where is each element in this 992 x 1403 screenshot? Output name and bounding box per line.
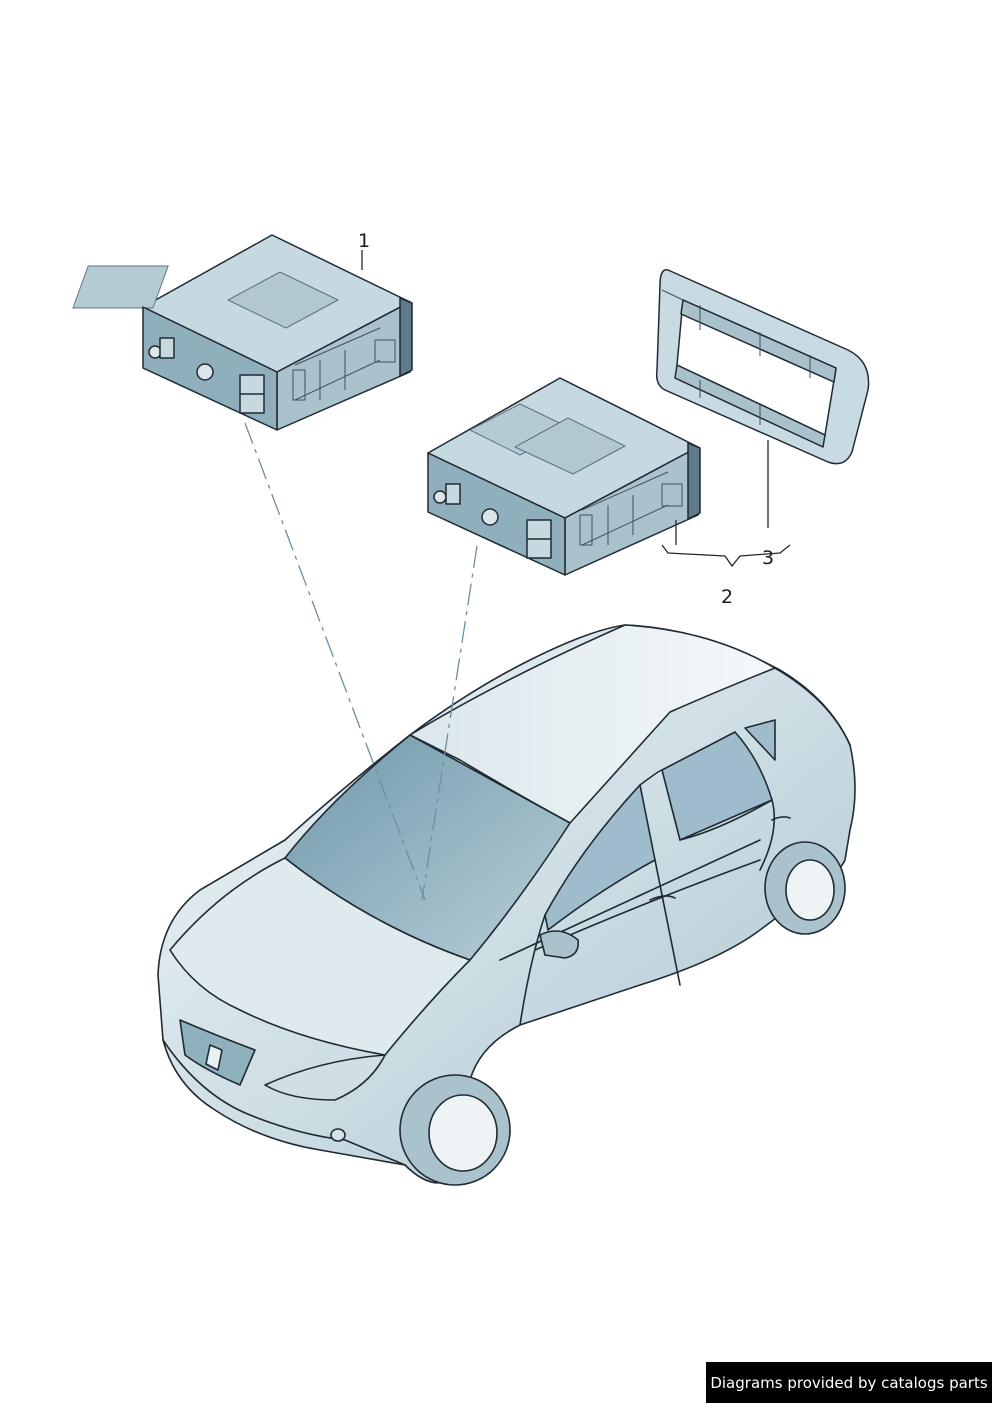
credit-banner: Diagrams provided by catalogs parts xyxy=(706,1362,992,1403)
rear-wheel xyxy=(764,841,846,935)
mounting-frame-3 xyxy=(655,269,870,465)
callout-part-2: 2 xyxy=(721,586,733,608)
side-mirror xyxy=(539,930,580,959)
radio-unit-1 xyxy=(72,234,413,431)
leader-part-1-to-car xyxy=(244,422,426,901)
callout-part-3: 3 xyxy=(762,547,774,569)
headlight xyxy=(264,1054,386,1101)
brand-logo xyxy=(205,1044,223,1071)
hood xyxy=(169,857,471,1056)
front-wheel xyxy=(399,1074,511,1186)
leader-part-2-to-car xyxy=(421,545,478,901)
radio-unit-2 xyxy=(427,377,701,576)
bracket-part-2 xyxy=(661,544,791,568)
callout-leaders xyxy=(361,250,791,568)
leader-lines xyxy=(244,422,478,901)
front-side-window xyxy=(544,784,656,931)
quarter-window xyxy=(744,719,776,761)
car-illustration xyxy=(157,624,856,1186)
callout-part-1: 1 xyxy=(358,230,370,252)
